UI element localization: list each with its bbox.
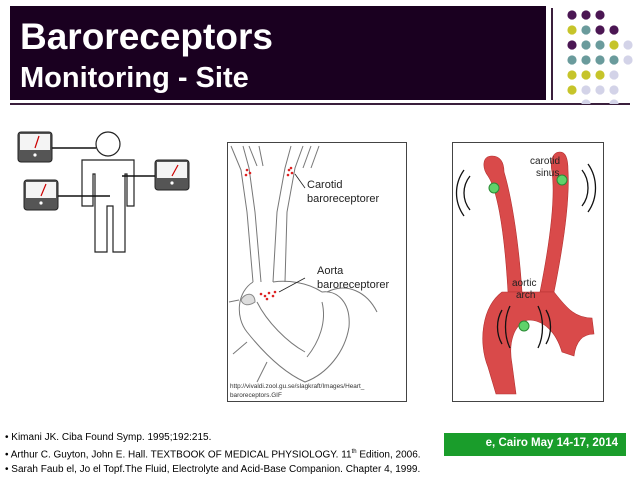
conference-banner-text: e, Cairo May 14-17, 2014 <box>485 437 618 449</box>
reference-item: • Sarah Faub el, Jo el Topf.The Fluid, E… <box>5 464 421 476</box>
gauge-icon <box>122 159 190 191</box>
artery-drawing: carotid sinus aortic arch <box>452 142 604 402</box>
aorta-label-2: baroreceptorer <box>317 279 389 291</box>
carotid-sinus-label-2: sinus <box>536 168 559 179</box>
reference-item: • Kimani JK. Ciba Found Symp. 1995;192:2… <box>5 432 212 443</box>
slide-title-line1: Baroreceptors <box>20 16 273 57</box>
image-url-line-2: baroreceptors.GIF <box>230 392 282 399</box>
heart-drawing: Carotid baroreceptorer Aorta barorecepto… <box>227 142 407 402</box>
reference-item: • Arthur C. Guyton, John E. Hall. TEXTBO… <box>5 445 475 462</box>
reference-text: Edition, 2006. <box>356 449 421 461</box>
gauge-icon <box>23 179 110 211</box>
carotid-sinus-label-1: carotid <box>530 156 560 167</box>
reference-text: • Arthur C. Guyton, John E. Hall. TEXTBO… <box>5 449 352 461</box>
gauge-figure <box>17 131 190 253</box>
sensor-dot-icon <box>556 174 568 186</box>
carotid-label-2: baroreceptorer <box>307 193 379 205</box>
title-divider-horizontal <box>10 103 630 105</box>
carotid-label-1: Carotid <box>307 179 342 191</box>
references-list: • Kimani JK. Ciba Found Symp. 1995;192:2… <box>5 430 475 477</box>
slide-title-line2: Monitoring - Site <box>20 62 249 94</box>
title-divider-vertical <box>551 8 553 100</box>
conference-banner: e, Cairo May 14-17, 2014 <box>444 433 626 456</box>
human-figure-icon <box>81 131 135 253</box>
image-url-line-1: http://vivaldi.zool.gu.se/slagkraft/Imag… <box>230 383 365 390</box>
decorative-dot-grid <box>567 10 633 104</box>
aorta-label-1: Aorta <box>317 265 344 277</box>
gauge-icon <box>17 131 96 163</box>
aortic-arch-label-1: aortic <box>512 278 536 289</box>
sensor-dot-icon <box>488 182 500 194</box>
reference-superscript: th <box>351 449 357 455</box>
aortic-arch-label-2: arch <box>516 290 535 301</box>
sensor-dot-icon <box>518 320 530 332</box>
title-box: Baroreceptors Monitoring - Site <box>10 6 546 100</box>
